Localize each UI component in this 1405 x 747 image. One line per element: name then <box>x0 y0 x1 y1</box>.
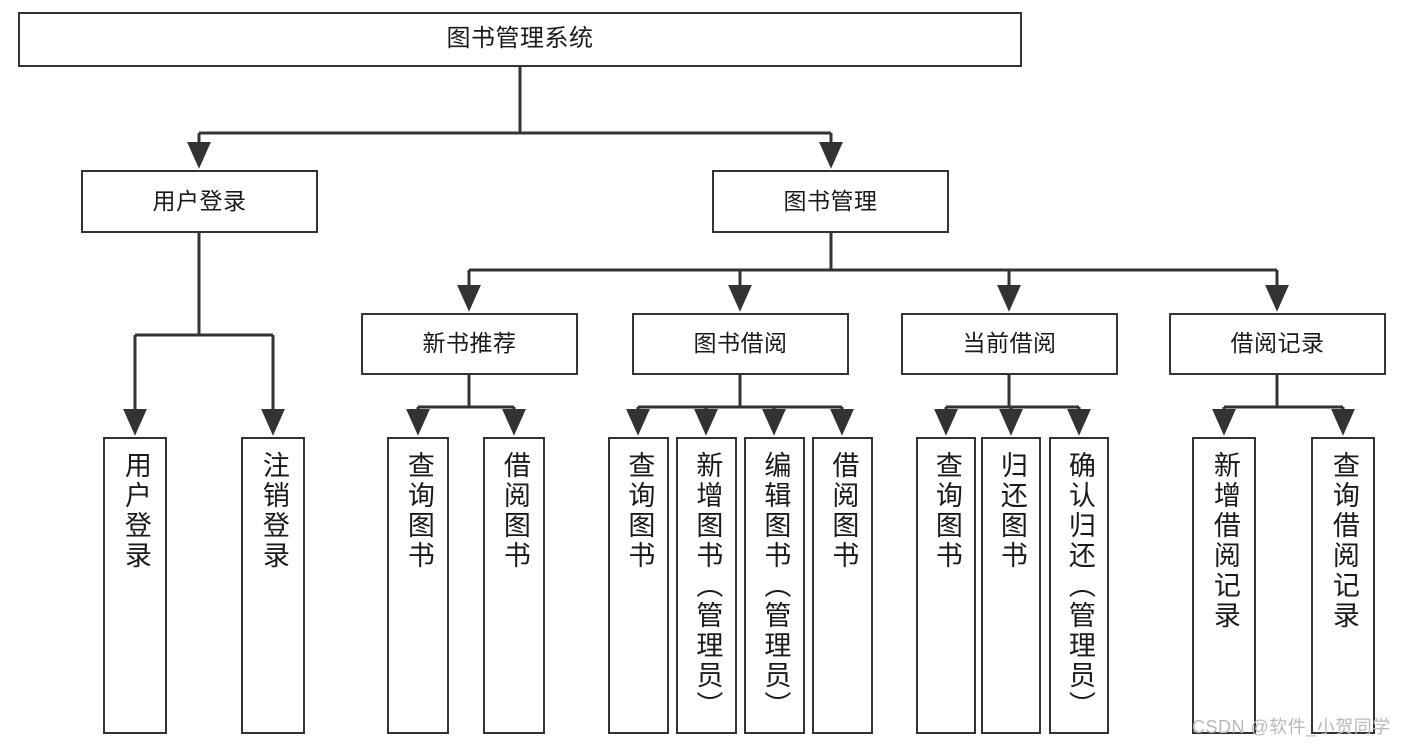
node-leaf-return-book[interactable]: 归还图书 <box>981 437 1041 734</box>
node-book-management[interactable]: 图书管理 <box>712 170 949 233</box>
node-leaf-query-record-label: 查询借阅记录 <box>1328 451 1359 631</box>
node-leaf-query-book-3[interactable]: 查询图书 <box>916 437 976 734</box>
node-leaf-user-logout-label: 注销登录 <box>258 451 289 571</box>
node-leaf-borrow-book-1[interactable]: 借阅图书 <box>483 437 545 734</box>
node-leaf-borrow-book-2[interactable]: 借阅图书 <box>812 437 873 734</box>
node-leaf-query-book-1[interactable]: 查询图书 <box>387 437 449 734</box>
node-leaf-confirm-return[interactable]: 确认归还（管理员） <box>1049 437 1109 734</box>
node-leaf-query-book-2-label: 查询图书 <box>624 451 655 571</box>
node-borrow-record[interactable]: 借阅记录 <box>1169 313 1386 375</box>
node-user-login-label: 用户登录 <box>152 187 247 214</box>
node-new-book-recommend[interactable]: 新书推荐 <box>361 313 578 375</box>
node-leaf-add-book[interactable]: 新增图书（管理员） <box>676 437 737 734</box>
node-leaf-user-login[interactable]: 用户登录 <box>103 437 167 734</box>
node-book-management-label: 图书管理 <box>783 187 878 214</box>
node-root-label: 图书管理系统 <box>446 25 594 53</box>
node-current-borrow[interactable]: 当前借阅 <box>901 313 1118 375</box>
node-leaf-add-record-label: 新增借阅记录 <box>1209 451 1240 631</box>
node-leaf-user-logout[interactable]: 注销登录 <box>241 437 305 734</box>
node-leaf-add-book-label: 新增图书（管理员） <box>692 451 723 721</box>
node-user-login[interactable]: 用户登录 <box>81 170 318 233</box>
node-leaf-query-book-2[interactable]: 查询图书 <box>608 437 669 734</box>
node-leaf-add-record[interactable]: 新增借阅记录 <box>1192 437 1256 734</box>
node-leaf-query-book-3-label: 查询图书 <box>931 451 962 571</box>
node-leaf-borrow-book-1-label: 借阅图书 <box>499 451 530 571</box>
node-current-borrow-label: 当前借阅 <box>962 330 1057 357</box>
watermark-text: CSDN @软件_小贺同学 <box>1192 717 1391 737</box>
node-leaf-edit-book[interactable]: 编辑图书（管理员） <box>744 437 805 734</box>
node-new-book-recommend-label: 新书推荐 <box>422 330 517 357</box>
node-book-borrow-label: 图书借阅 <box>693 330 788 357</box>
node-leaf-query-record[interactable]: 查询借阅记录 <box>1311 437 1375 734</box>
node-leaf-query-book-1-label: 查询图书 <box>403 451 434 571</box>
node-borrow-record-label: 借阅记录 <box>1230 330 1325 357</box>
node-leaf-borrow-book-2-label: 借阅图书 <box>828 451 859 571</box>
node-leaf-return-book-label: 归还图书 <box>996 451 1027 571</box>
node-leaf-confirm-return-label: 确认归还（管理员） <box>1064 451 1095 721</box>
node-leaf-user-login-label: 用户登录 <box>120 451 151 571</box>
node-book-borrow[interactable]: 图书借阅 <box>632 313 849 375</box>
node-leaf-edit-book-label: 编辑图书（管理员） <box>760 451 791 721</box>
node-root[interactable]: 图书管理系统 <box>18 12 1022 67</box>
